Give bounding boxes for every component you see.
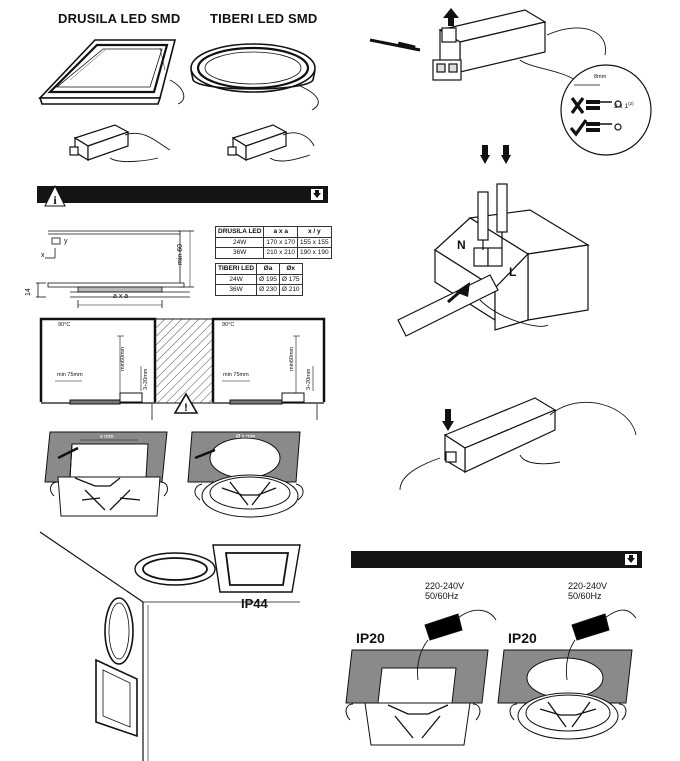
terminal-block-illustration [397, 183, 590, 337]
table-cell: x / y [297, 226, 332, 238]
up-arrow-icon [443, 8, 459, 26]
table-cell: Øa [256, 263, 280, 275]
min60mm-label-2: min60mm [289, 346, 295, 371]
table-row: 24W Ø 195 Ø 175 [214, 273, 303, 285]
driver-left-illustration [69, 124, 171, 163]
tiberi-panel-illustration [190, 43, 319, 111]
table-cell: TIBERI LED [214, 263, 258, 275]
table-cell: DRUSILA LED [214, 226, 265, 238]
round-cutout-illustration [187, 431, 304, 518]
svg-text:i: i [53, 193, 57, 207]
voltage-right-label: 220-240V 50/60Hz [568, 581, 607, 601]
tiberi-dimensions-table: TIBERI LED Øa Øx 24W Ø 195 Ø 175 36W Ø 2… [214, 263, 303, 296]
download-arrow-icon-1 [311, 189, 323, 200]
table-cell: 24W [214, 236, 265, 248]
table-cell: 155 x 155 [297, 236, 332, 248]
table-row: DRUSILA LED a x a x / y [214, 226, 332, 238]
min60mm-label-1: min60mm [120, 346, 126, 371]
cutout-round-label: Ø x mm [236, 434, 256, 440]
temp-label-1: 90°C [58, 322, 71, 328]
warning-triangle-icon: ! [173, 392, 199, 414]
info-bar [37, 186, 328, 203]
gap-label-2: 3÷20mm [306, 368, 312, 390]
table-cell: Ø 195 [256, 273, 280, 285]
min75-label-1: min 75mm [57, 372, 83, 378]
ip20-round-install-illustration [497, 609, 637, 740]
ip44-label: IP44 [241, 596, 268, 611]
ip20-left-label: IP20 [356, 630, 385, 646]
square-cutout-illustration [44, 431, 168, 517]
voltage-left-value: 220-240V [425, 581, 465, 591]
table-cell: 36W [214, 284, 258, 296]
product-label-tiberi: TIBERI LED SMD [210, 11, 318, 26]
table-cell: 170 x 170 [263, 236, 299, 248]
min75-label-2: min 75mm [223, 372, 249, 378]
ceiling-cross-section [39, 317, 326, 420]
install-bar [351, 551, 642, 568]
frequency-right-value: 50/60Hz [568, 591, 602, 601]
driver-with-cables-illustration [399, 397, 637, 491]
dim-min60-label: min 60 [177, 243, 184, 265]
ip20-square-install-illustration [345, 609, 497, 746]
table-row: 36W 210 x 210 190 x 190 [214, 247, 332, 259]
drusila-panel-illustration [38, 39, 185, 105]
product-label-drusila: DRUSILA LED SMD [58, 11, 181, 26]
gap-label-1: 3÷20mm [143, 368, 149, 390]
info-icon: i [44, 184, 66, 207]
live-label: L [509, 265, 517, 279]
table-row: TIBERI LED Øa Øx [214, 263, 303, 275]
table-cell: Øx [278, 263, 303, 275]
ip20-right-label: IP20 [508, 630, 537, 646]
driver-right-illustration [227, 124, 315, 162]
table-cell: 24W [214, 273, 258, 285]
table-row: 24W 170 x 170 155 x 155 [214, 236, 332, 248]
down-arrow-icon-l [501, 145, 511, 164]
room-ip44-illustration [39, 531, 301, 761]
dim-axa-label: a x a [113, 293, 129, 300]
cable-spec-label: 2 x 1(2) [614, 101, 634, 111]
cutout-square-label: x mm [100, 434, 114, 440]
table-cell: 190 x 190 [297, 247, 332, 259]
table-cell: Ø 230 [256, 284, 280, 296]
dim-x-label: x [41, 252, 45, 259]
voltage-left-label: 220-240V 50/60Hz [425, 581, 464, 601]
dimension-diagram [36, 230, 194, 308]
wire-strip-detail [560, 64, 652, 156]
table-cell: Ø 175 [278, 273, 303, 285]
push-arrow-icon [447, 282, 470, 304]
drusila-dimensions-table: DRUSILA LED a x a x / y 24W 170 x 170 15… [214, 226, 332, 259]
strip-length-label: 8mm [594, 74, 607, 80]
download-arrow-icon-2 [625, 554, 637, 565]
wrong-mark-icon [570, 97, 585, 114]
table-cell: 36W [214, 247, 265, 259]
frequency-left-value: 50/60Hz [425, 591, 459, 601]
down-arrow-icon-n [480, 145, 490, 164]
driver-terminal-illustration [369, 9, 606, 81]
dim-h14-label: 14 [25, 288, 32, 296]
neutral-label: N [457, 238, 466, 252]
correct-mark-icon [569, 119, 588, 137]
temp-label-2: 90°C [222, 322, 235, 328]
table-cell: Ø 210 [278, 284, 303, 296]
table-cell: 210 x 210 [263, 247, 299, 259]
table-row: 36W Ø 230 Ø 210 [214, 284, 303, 296]
svg-text:!: ! [184, 402, 188, 414]
down-arrow-icon-driver [442, 409, 454, 431]
dim-y-label: y [64, 238, 68, 245]
voltage-right-value: 220-240V [568, 581, 608, 591]
table-cell: a x a [263, 226, 299, 238]
